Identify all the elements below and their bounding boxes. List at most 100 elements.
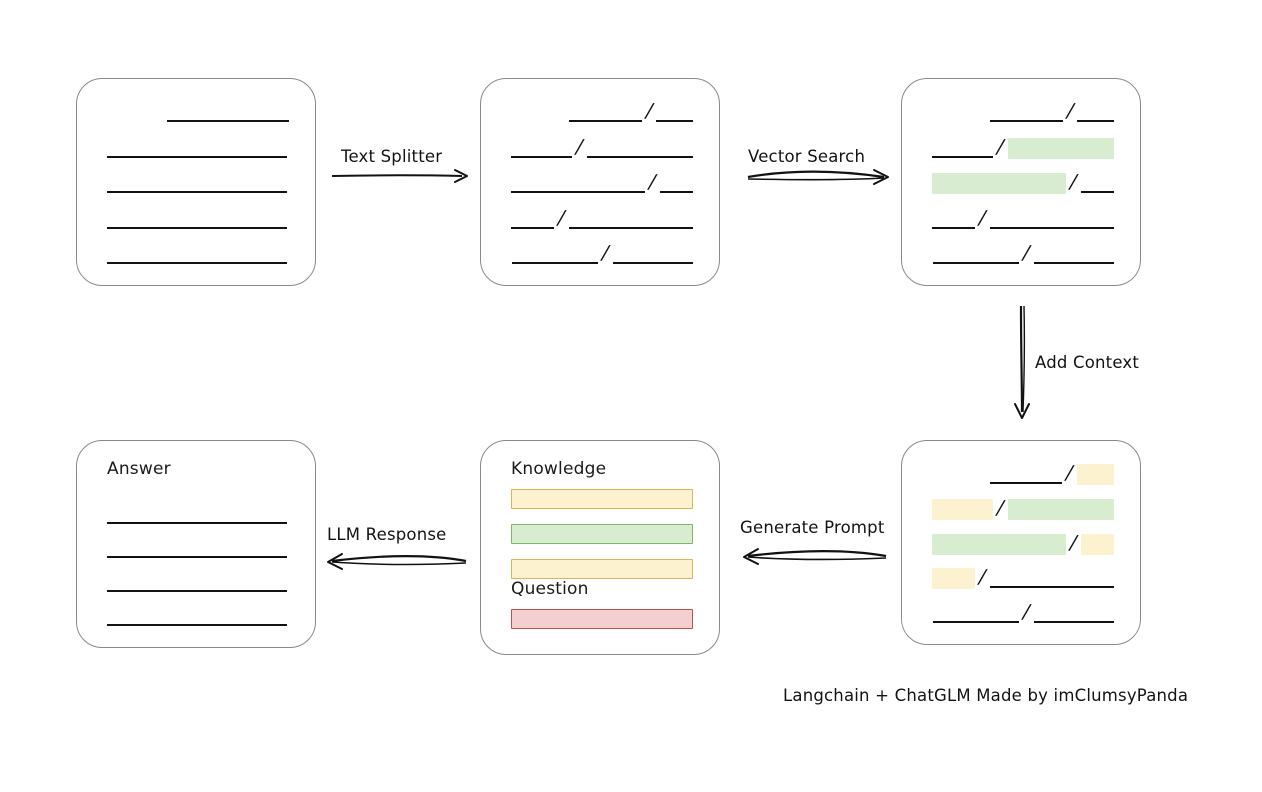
slash-separator: / xyxy=(978,207,987,229)
knowledge-label: Knowledge xyxy=(511,459,607,479)
document-line: / xyxy=(932,136,1114,159)
slash-separator: / xyxy=(996,497,1005,519)
card-answer-body xyxy=(107,503,289,627)
card-prompt[interactable]: Knowledge Question xyxy=(480,440,720,655)
text-line-segment xyxy=(933,604,1020,623)
text-line-segment xyxy=(1033,245,1114,264)
edge-label-text-splitter: Text Splitter xyxy=(341,147,443,166)
edge-label-add-context: Add Context xyxy=(1035,353,1140,372)
document-line: / xyxy=(932,497,1114,520)
text-line-segment xyxy=(511,210,555,229)
slash-separator: / xyxy=(644,100,653,122)
text-line-segment xyxy=(107,539,287,558)
text-line-segment xyxy=(107,210,287,229)
prompt-bar-yellow xyxy=(511,559,693,579)
slash-separator: / xyxy=(1065,100,1074,122)
text-line-segment xyxy=(659,174,693,193)
text-line-segment xyxy=(107,573,287,592)
text-line-segment xyxy=(1076,103,1114,122)
prompt-bar-green xyxy=(511,524,693,544)
edge-label-llm-response: LLM Response xyxy=(327,525,447,544)
card-context-enriched[interactable]: / / / / / xyxy=(901,440,1141,645)
document-line: / xyxy=(932,207,1114,230)
highlight-green-segment xyxy=(932,172,1067,194)
text-line-segment xyxy=(933,245,1020,264)
slash-separator: / xyxy=(978,566,987,588)
highlight-yellow-segment xyxy=(1076,463,1114,485)
text-line-segment xyxy=(989,569,1114,588)
prompt-bar-yellow xyxy=(511,489,693,509)
document-line xyxy=(107,172,289,194)
edge-label-vector-search: Vector Search xyxy=(748,147,866,166)
text-line-segment xyxy=(612,245,693,264)
document-line xyxy=(107,503,289,525)
slash-separator: / xyxy=(1069,532,1078,554)
document-line xyxy=(107,243,289,265)
document-line: / xyxy=(932,171,1114,194)
document-line: / xyxy=(511,207,693,230)
text-line-segment xyxy=(990,465,1063,484)
text-line-segment xyxy=(586,139,693,158)
text-line-segment xyxy=(1033,604,1114,623)
text-line-segment xyxy=(568,210,693,229)
text-line-segment xyxy=(990,103,1063,122)
document-line xyxy=(107,137,289,159)
slash-separator: / xyxy=(575,136,584,158)
document-line: / xyxy=(932,100,1114,123)
text-line-segment xyxy=(932,210,976,229)
card-split-chunks[interactable]: / / / / / xyxy=(480,78,720,286)
document-line xyxy=(107,537,289,559)
text-line-segment xyxy=(167,103,289,122)
card-answer[interactable]: Answer xyxy=(76,440,316,648)
document-line: / xyxy=(932,462,1114,485)
text-line-segment xyxy=(511,139,573,158)
highlight-green-segment xyxy=(1007,498,1114,520)
text-line-segment xyxy=(932,139,994,158)
document-line xyxy=(107,571,289,593)
document-line: / xyxy=(932,601,1114,624)
document-line xyxy=(107,605,289,627)
slash-separator: / xyxy=(1065,462,1074,484)
document-line: / xyxy=(511,136,693,159)
highlight-yellow-segment xyxy=(932,567,976,589)
text-line-segment xyxy=(655,103,693,122)
slash-separator: / xyxy=(1069,171,1078,193)
document-line: / xyxy=(511,100,693,123)
card-vector-matches[interactable]: / / / / / xyxy=(901,78,1141,286)
highlight-green-segment xyxy=(932,533,1067,555)
text-line-segment xyxy=(107,174,287,193)
highlight-yellow-segment xyxy=(1080,533,1114,555)
arrow-text-splitter xyxy=(331,169,468,183)
card-split-chunks-body: / / / / / xyxy=(511,100,693,265)
text-line-segment xyxy=(107,139,287,158)
document-line: / xyxy=(511,171,693,194)
text-line-segment xyxy=(989,210,1114,229)
slash-separator: / xyxy=(648,171,657,193)
highlight-yellow-segment xyxy=(932,498,994,520)
arrow-generate-prompt xyxy=(743,548,887,565)
text-line-segment xyxy=(512,245,599,264)
credit-text: Langchain + ChatGLM Made by imClumsyPand… xyxy=(783,686,1189,705)
slash-separator: / xyxy=(1022,242,1031,264)
text-line-segment xyxy=(569,103,642,122)
document-line xyxy=(107,101,289,123)
question-label: Question xyxy=(511,579,589,599)
card-vector-matches-body: / / / / / xyxy=(932,100,1114,265)
text-line-segment xyxy=(107,607,287,626)
text-line-segment xyxy=(107,505,287,524)
card-source-document-body xyxy=(107,101,289,265)
card-source-document[interactable] xyxy=(76,78,316,286)
card-context-enriched-body: / / / / / xyxy=(932,462,1114,624)
edge-label-generate-prompt: Generate Prompt xyxy=(740,518,885,537)
arrow-add-context xyxy=(1014,305,1030,419)
document-line: / xyxy=(511,242,693,265)
document-line: / xyxy=(932,566,1114,589)
prompt-bar-red xyxy=(511,609,693,629)
slash-separator: / xyxy=(601,242,610,264)
slash-separator: / xyxy=(996,136,1005,158)
text-line-segment xyxy=(107,245,287,264)
answer-label: Answer xyxy=(107,459,171,479)
document-line xyxy=(107,208,289,230)
highlight-green-segment xyxy=(1007,137,1114,159)
